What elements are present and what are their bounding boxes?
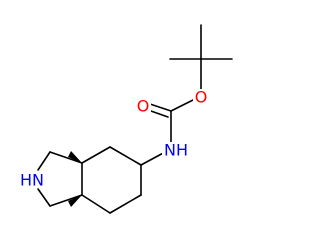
bond-ring-c5-c4	[109, 146, 142, 166]
bond-ring-c1-nitrogen	[37, 188, 51, 207]
bond-ring-c7a-c7	[81, 194, 111, 214]
molecule-structure-diagram: O O NH HN	[19, 24, 233, 214]
bond-oxygen-carbonyl-carbon	[170, 97, 198, 112]
bond-ring-c3-nitrogen	[37, 151, 51, 171]
bond-ring-c3-c3a	[49, 151, 83, 164]
bond-carbonyl-double-b	[147, 109, 169, 118]
carbonyl-oxygen-label: O	[137, 97, 150, 116]
ether-oxygen-label: O	[195, 88, 208, 107]
bond-ring-c4-c3a	[81, 146, 111, 164]
stereo-wedge-bond-top	[68, 151, 82, 163]
structure-canvas: O O NH HN	[19, 24, 233, 214]
amine-nh-label: NH	[164, 141, 188, 160]
ring-nh-label: HN	[20, 171, 44, 190]
stereo-wedge-bond-bottom	[68, 195, 82, 207]
bond-ring-c1-c7a	[49, 194, 83, 207]
bond-ring-c7-c6	[109, 194, 142, 214]
bond-carbonyl-double-a	[149, 103, 172, 112]
